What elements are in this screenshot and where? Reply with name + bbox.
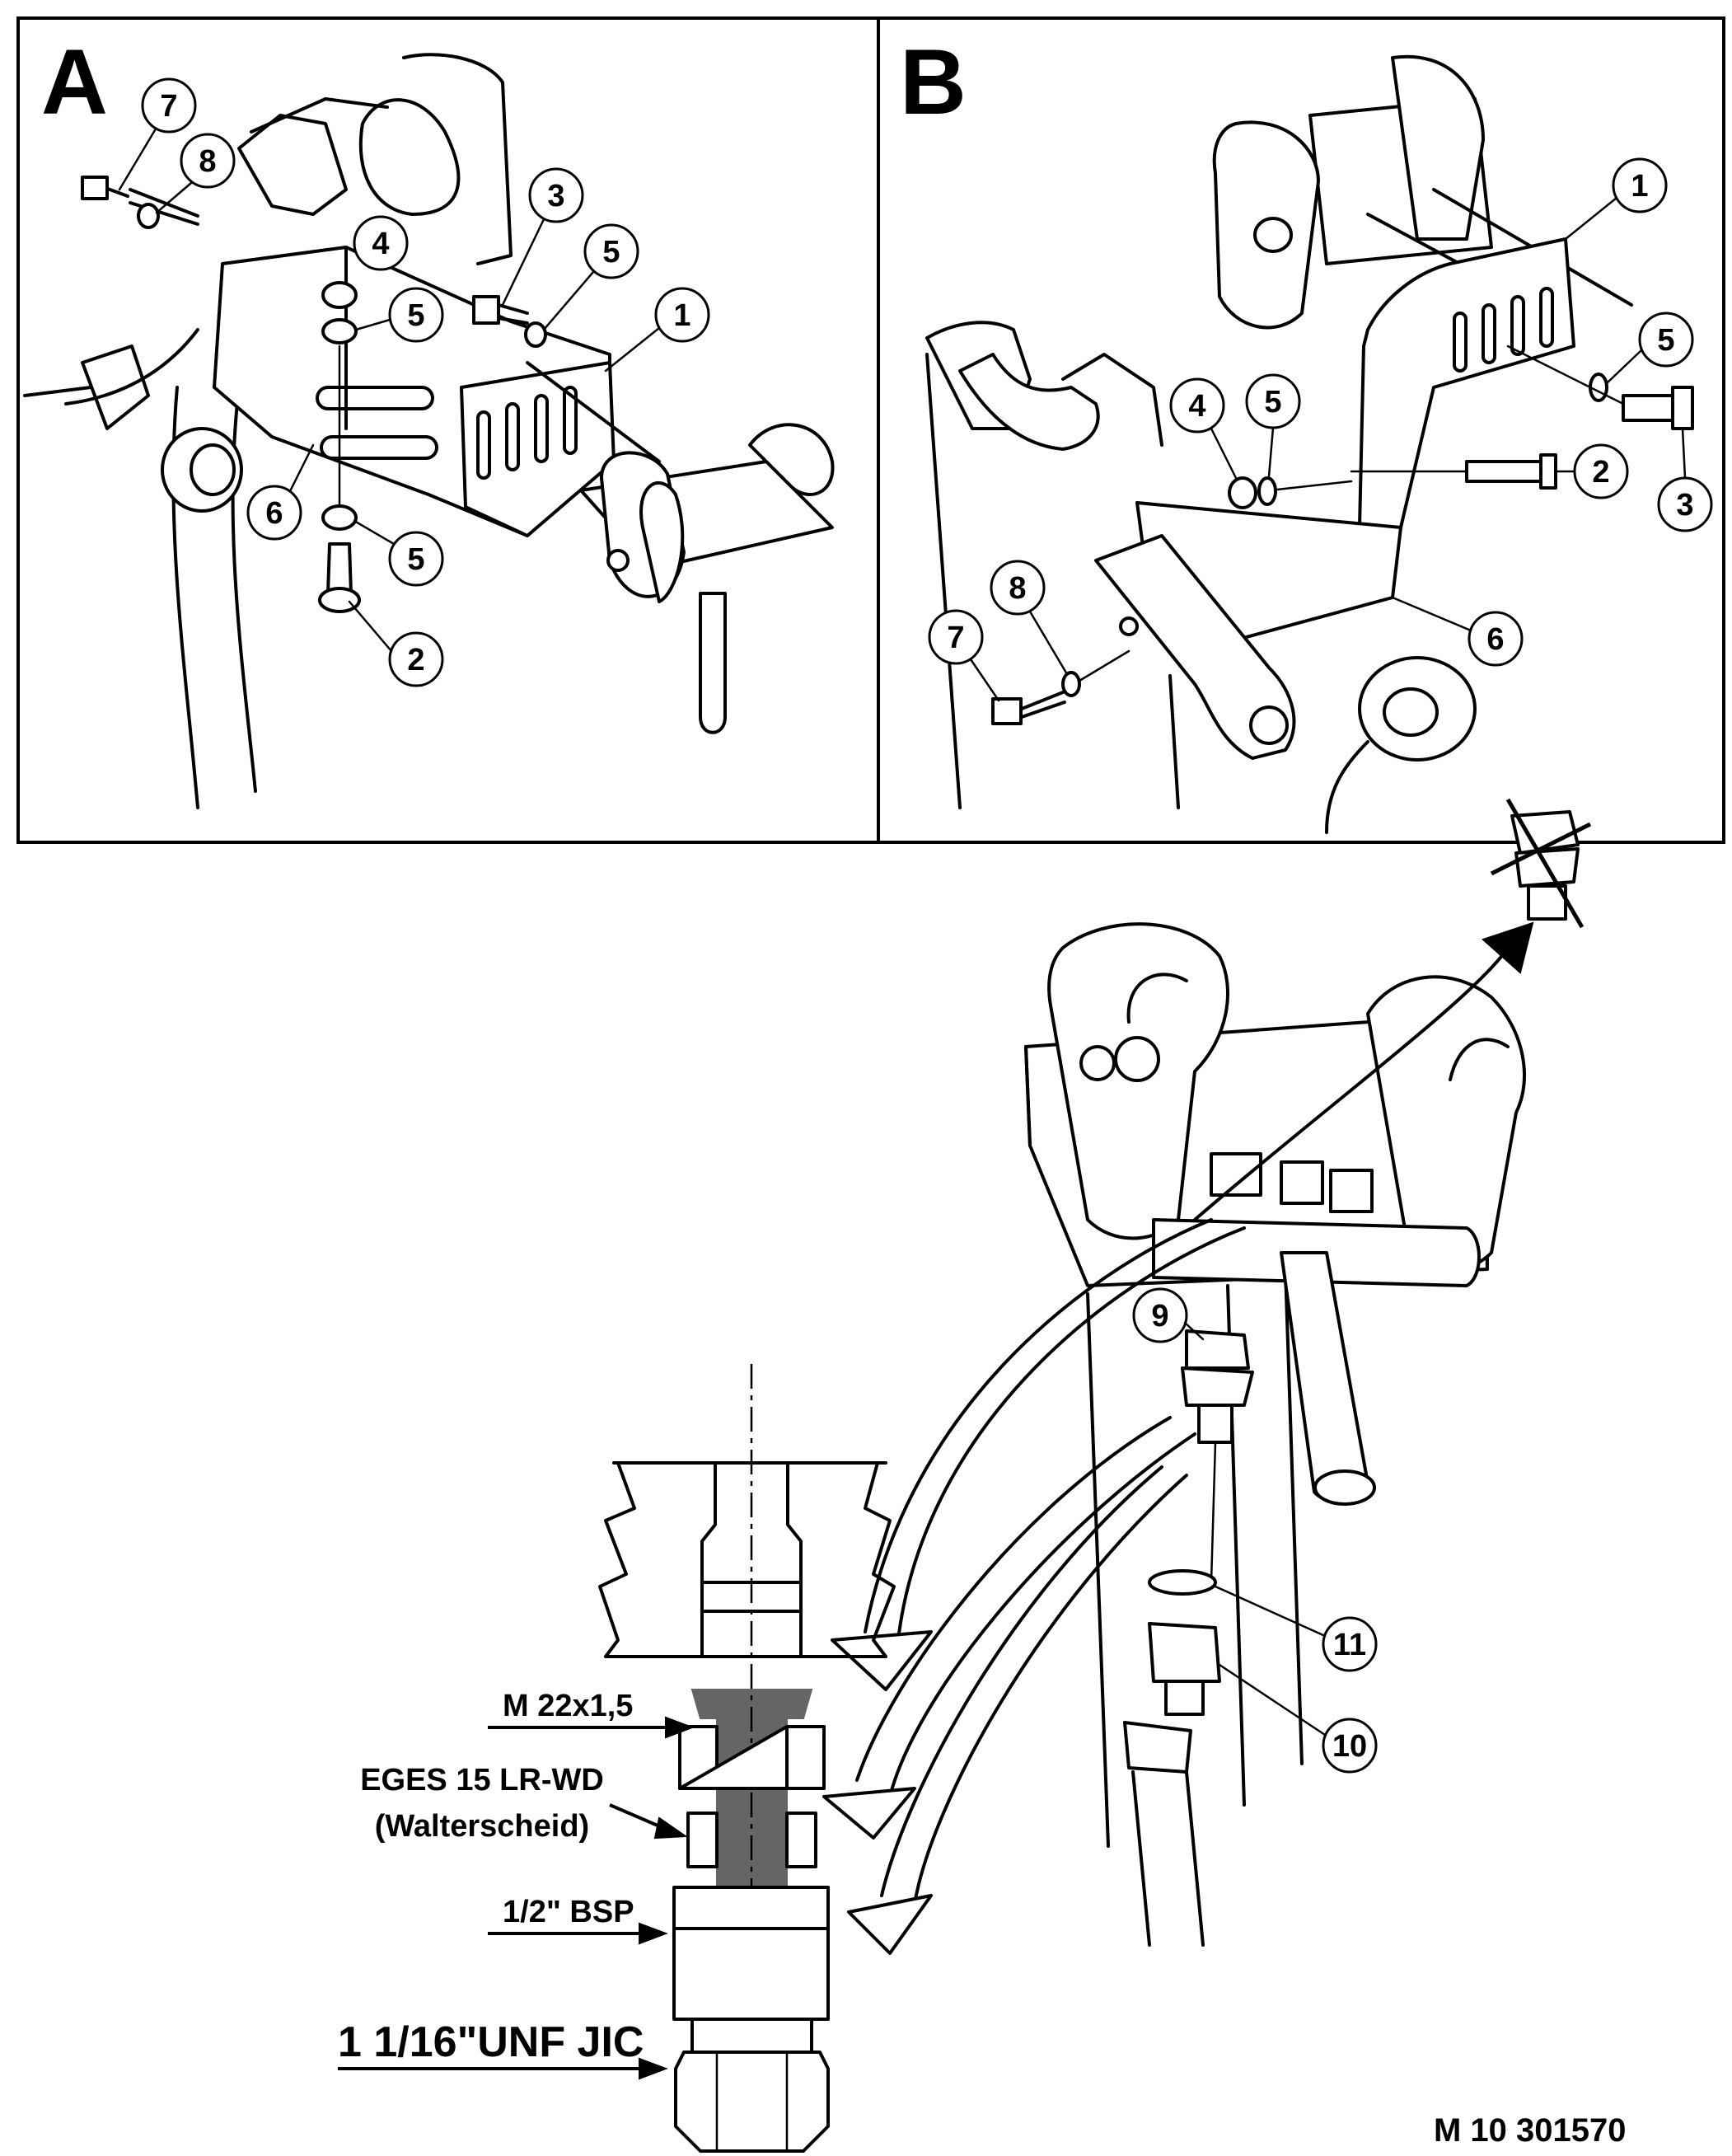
- panel-b-callout-5: 5: [1605, 312, 1694, 385]
- panel-b-callout-1: 1: [1564, 157, 1668, 241]
- callout-label: 5: [407, 542, 424, 577]
- panel-a-callout-8: 8: [155, 133, 236, 214]
- callout-label: 5: [1657, 323, 1674, 358]
- bottom-callout-9: 9: [1132, 1287, 1205, 1343]
- callout-label: 4: [372, 227, 389, 261]
- spec-coupling-line2: (Walterscheid): [375, 1809, 589, 1844]
- callout-label: 3: [547, 179, 564, 213]
- callout-label: 3: [1676, 488, 1693, 523]
- callout-label: 11: [1333, 1628, 1366, 1662]
- spec-thread-bsp: 1/2" BSP: [488, 1895, 668, 1945]
- hitch-hydraulic-drawing: [822, 798, 1592, 1955]
- coupling-section-detail: [598, 1364, 896, 2153]
- panel-b-label: B: [900, 30, 967, 134]
- panel-a-callout-6: 6: [246, 443, 315, 541]
- panel-a-callout-2: 2: [348, 600, 444, 687]
- panel-a-callout-1: 1: [604, 287, 710, 373]
- panel-a-callout-5: 5: [354, 287, 444, 343]
- callout-label: 2: [407, 643, 424, 677]
- panel-b-callout-3: 3: [1657, 427, 1713, 532]
- panel-a-callout-5c: 5: [353, 519, 444, 587]
- callout-label: 6: [265, 496, 283, 531]
- callout-label: 4: [1188, 389, 1205, 424]
- callout-label: 2: [1592, 455, 1609, 490]
- panel-a-label: A: [41, 30, 108, 134]
- spec-thread-jic-text: 1 1/16"UNF JIC: [338, 2018, 644, 2066]
- panel-b-drawing: [925, 54, 1694, 834]
- panel-a-callout-4: 4: [353, 215, 409, 271]
- bottom-callout-10: 10: [1218, 1663, 1378, 1774]
- panel-b-callout-4: 4: [1169, 377, 1238, 480]
- spec-coupling: EGES 15 LR-WD (Walterscheid): [360, 1763, 688, 1844]
- spec-thread-metric: M 22x1,5: [488, 1689, 695, 1739]
- panel-a-callout-7: 7: [118, 77, 197, 191]
- removed-fitting: [1490, 798, 1592, 929]
- callout-label: 6: [1486, 622, 1504, 657]
- panel-a-callout-5b: 5: [542, 223, 639, 331]
- callout-label: 7: [947, 621, 964, 655]
- document-number: M 10 301570: [1434, 2112, 1627, 2149]
- callout-label: 8: [1009, 571, 1026, 606]
- panel-b-callout-6: 6: [1391, 596, 1524, 667]
- spec-thread-metric-text: M 22x1,5: [503, 1689, 633, 1723]
- bottom-callout-11: 11: [1214, 1585, 1378, 1672]
- callout-label: 10: [1332, 1729, 1367, 1764]
- spec-thread-jic: 1 1/16"UNF JIC: [338, 2018, 668, 2080]
- panel-b-callout-5b: 5: [1245, 373, 1301, 478]
- spec-thread-bsp-text: 1/2" BSP: [503, 1895, 634, 1929]
- callout-label: 1: [1631, 169, 1648, 204]
- callout-label: 1: [673, 298, 690, 333]
- callout-label: 8: [199, 144, 216, 179]
- callout-label: 5: [1264, 385, 1281, 419]
- panel-frame: [16, 16, 1725, 844]
- panel-a-drawing: [23, 53, 835, 809]
- panel-b-callout-7: 7: [928, 609, 1000, 702]
- panel-b-callout-8: 8: [990, 560, 1069, 676]
- panel-b-callout-2: 2: [1554, 443, 1629, 499]
- callout-label: 9: [1151, 1299, 1168, 1333]
- callout-label: 5: [407, 298, 424, 333]
- callout-label: 7: [160, 89, 177, 124]
- spec-coupling-line1: EGES 15 LR-WD: [360, 1763, 604, 1797]
- panel-a-callout-3: 3: [501, 167, 584, 307]
- callout-label: 5: [602, 235, 620, 270]
